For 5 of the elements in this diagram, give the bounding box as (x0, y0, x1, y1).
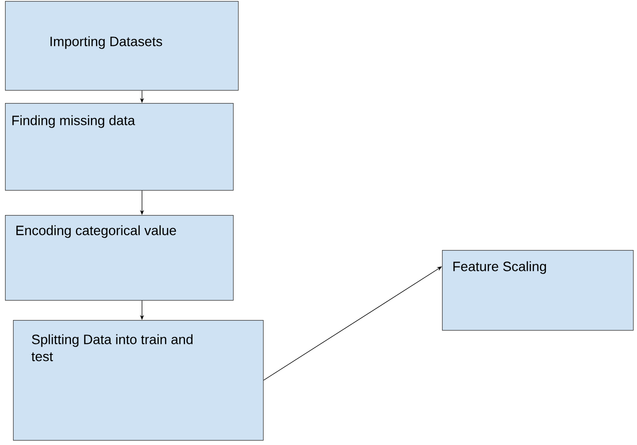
process-box: Finding missing data (5, 103, 234, 191)
process-box: Importing Datasets (5, 1, 239, 91)
process-box: Encoding categorical value (5, 215, 234, 301)
process-box: Feature Scaling (442, 250, 634, 331)
process-box: Splitting Data into train and test (13, 320, 264, 441)
